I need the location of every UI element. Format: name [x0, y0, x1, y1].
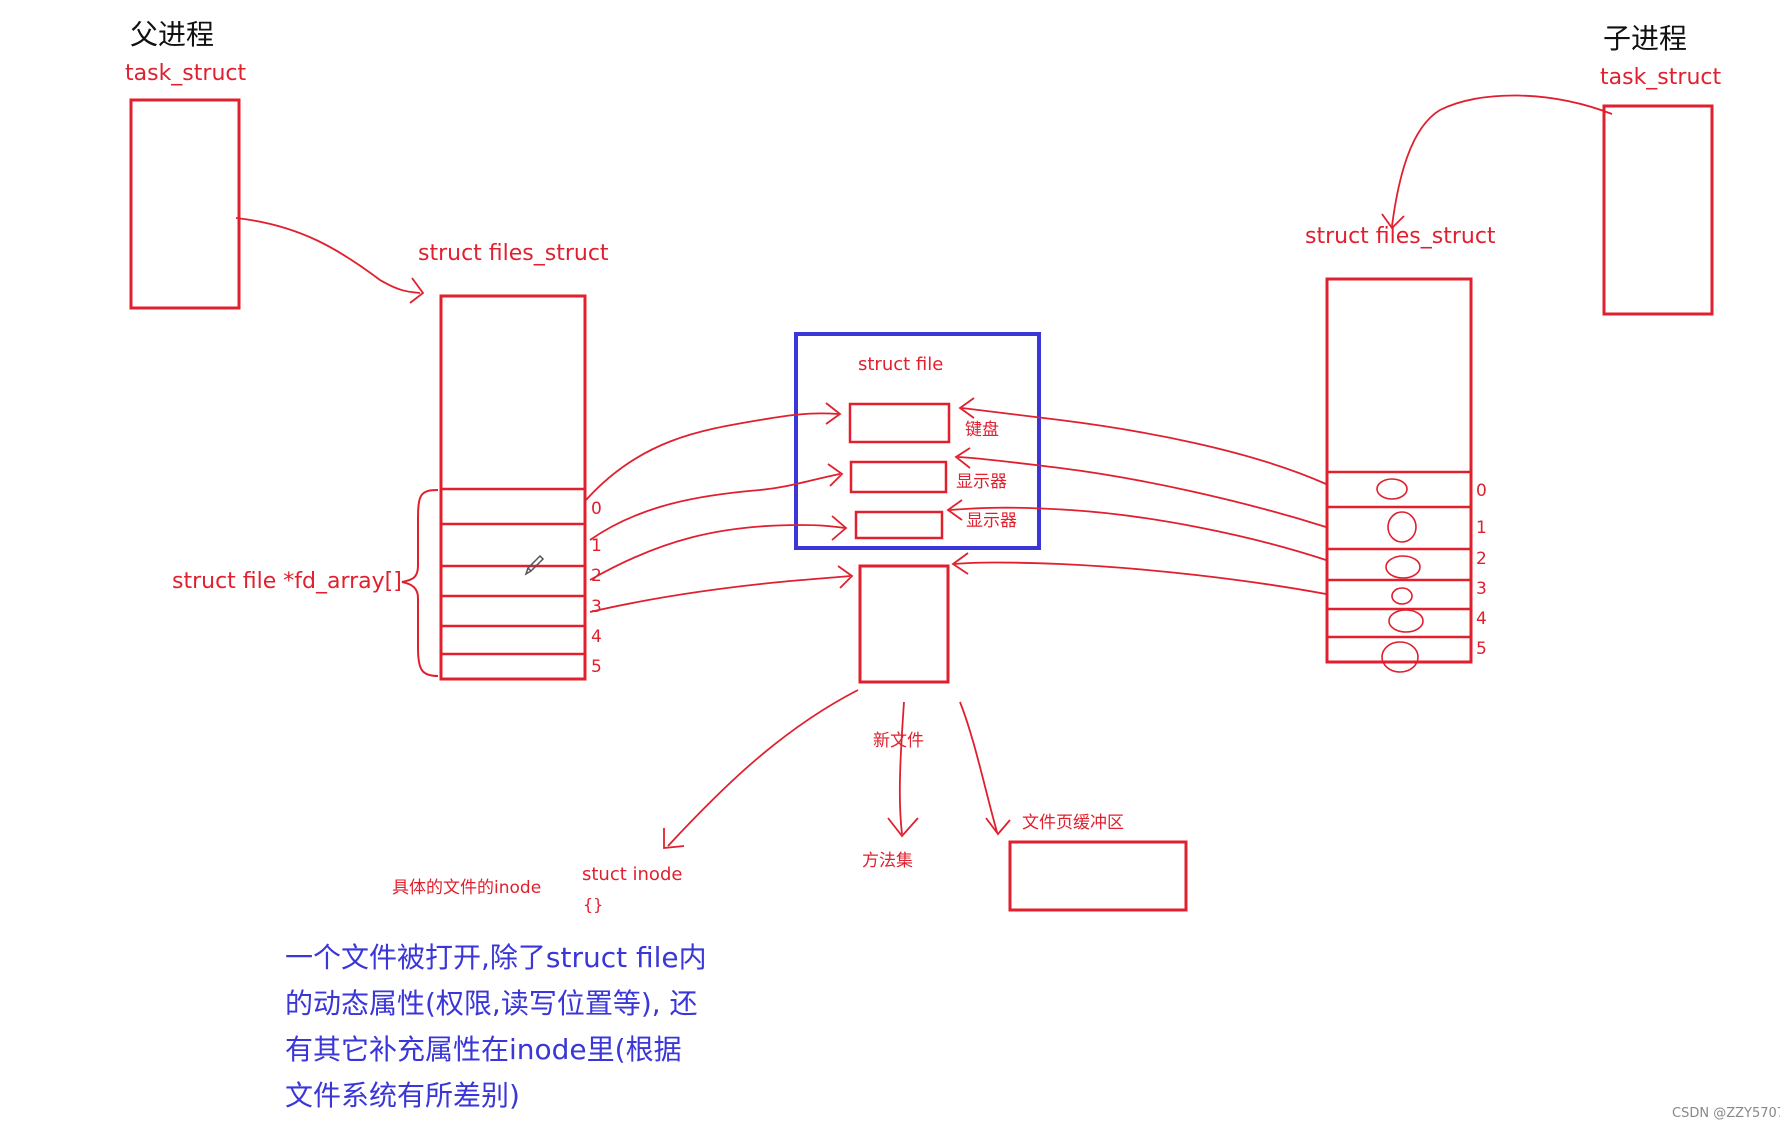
- child-fd-rows: [1327, 470, 1471, 639]
- newfile-to-methods-arrow: [898, 701, 905, 835]
- fd0-to-keyboard-arrow: [585, 412, 839, 501]
- child-fd-index: 5: [1476, 639, 1487, 659]
- parent-fd-arrows: [585, 402, 854, 613]
- parent-task-to-files-arrow: [235, 217, 421, 294]
- newfile-to-buffer-arrowhead: [985, 817, 1011, 836]
- newfile-to-methods-arrowhead: [887, 817, 919, 838]
- child-fd1-to-display-arrowhead: [954, 447, 971, 469]
- parent-task-to-files-arrowhead: [409, 277, 425, 304]
- child-fd-index: 4: [1476, 609, 1487, 629]
- inode-struct-label: stuct inode: [582, 864, 682, 885]
- fd1-to-display-arrow: [589, 473, 841, 541]
- parent-fd-index: 4: [591, 627, 602, 647]
- watermark: CSDN @ZZY5707: [1672, 1106, 1780, 1121]
- child-fd0-to-keyboard-arrowhead: [958, 397, 975, 419]
- scribble-circle: [1387, 511, 1417, 543]
- new-file-box: [858, 564, 950, 684]
- note-line: 的动态属性(权限,读写位置等), 还: [285, 987, 698, 1020]
- methods-label: 方法集: [862, 851, 913, 871]
- buffer-label: 文件页缓冲区: [1022, 813, 1124, 833]
- parent-fd-index: 5: [591, 657, 602, 677]
- child-fd-index: 2: [1476, 549, 1487, 569]
- scribble-circle: [1381, 641, 1419, 673]
- parent-process-title: 父进程: [130, 18, 214, 51]
- parent-fd-index: 1: [591, 536, 602, 556]
- fd2-to-display2-arrowhead: [831, 515, 848, 541]
- child-task-to-files-arrowhead: [1381, 213, 1405, 230]
- struct-file-slot-display: [849, 460, 948, 494]
- newfile-to-buffer-arrow: [959, 701, 998, 833]
- child-fd3-to-newfile-arrowhead: [951, 552, 969, 575]
- slot-label-keyboard: 键盘: [965, 420, 999, 440]
- struct-file-slot-display-2: [854, 510, 944, 540]
- newfile-to-inode-arrowhead: [663, 828, 685, 849]
- fd3-to-newfile-arrowhead: [837, 565, 854, 589]
- newfile-to-inode-arrow: [667, 689, 859, 847]
- fd-array-brace: [401, 489, 439, 677]
- note-line: 一个文件被打开,除了struct file内: [285, 941, 707, 974]
- buffer-box: [1008, 840, 1188, 912]
- struct-file-box: [794, 332, 1041, 550]
- inode-braces: {}: [583, 895, 603, 914]
- slot-label-display: 显示器: [956, 472, 1007, 492]
- child-task-struct-label: task_struct: [1600, 65, 1721, 90]
- child-fd2-to-display2-arrow: [949, 506, 1327, 561]
- new-file-label: 新文件: [873, 731, 924, 751]
- note-line: 有其它补充属性在inode里(根据: [285, 1033, 682, 1066]
- child-files-struct-box: [1325, 277, 1473, 664]
- struct-file-slot-keyboard: [848, 402, 951, 444]
- child-fd-scribbles: [1376, 478, 1424, 673]
- note-line: 文件系统有所差别): [285, 1079, 520, 1112]
- child-task-to-files-arrow: [1391, 94, 1613, 227]
- struct-file-label: struct file: [858, 354, 943, 375]
- parent-fd-index: 0: [591, 499, 602, 519]
- fd3-to-newfile-arrow: [589, 575, 851, 613]
- parent-task-struct-label: task_struct: [125, 61, 246, 86]
- child-fd1-to-display-arrow: [957, 456, 1327, 528]
- scribble-circle: [1385, 555, 1421, 579]
- child-files-struct-label: struct files_struct: [1305, 224, 1496, 249]
- fd0-to-keyboard-arrowhead: [825, 402, 842, 425]
- child-fd2-to-display2-arrowhead: [946, 499, 963, 521]
- parent-files-struct-box: [439, 294, 587, 681]
- child-fd-index: 1: [1476, 518, 1487, 538]
- inode-detail-label: 具体的文件的inode: [392, 878, 541, 898]
- scribble-circle: [1391, 587, 1413, 605]
- child-task-struct-box: [1602, 104, 1714, 316]
- parent-files-struct-label: struct files_struct: [418, 241, 609, 266]
- fd2-to-display2-arrow: [589, 524, 846, 581]
- child-fd-index: 0: [1476, 481, 1487, 501]
- child-fd-arrows: [946, 397, 1327, 595]
- child-process-title: 子进程: [1603, 22, 1687, 55]
- slot-label-display-2: 显示器: [966, 511, 1017, 531]
- pencil-cursor-icon: [524, 554, 545, 576]
- parent-fd-index: 3: [591, 597, 602, 617]
- parent-task-struct-box: [129, 98, 241, 310]
- fd1-to-display-arrowhead: [827, 463, 844, 487]
- fd-array-label: struct file *fd_array[]: [172, 569, 402, 594]
- scribble-circle: [1376, 478, 1408, 500]
- parent-fd-rows: [441, 487, 585, 656]
- child-fd3-to-newfile-arrow: [954, 561, 1327, 595]
- scribble-circle: [1388, 609, 1424, 633]
- child-fd0-to-keyboard-arrow: [961, 407, 1327, 485]
- child-fd-index: 3: [1476, 579, 1487, 599]
